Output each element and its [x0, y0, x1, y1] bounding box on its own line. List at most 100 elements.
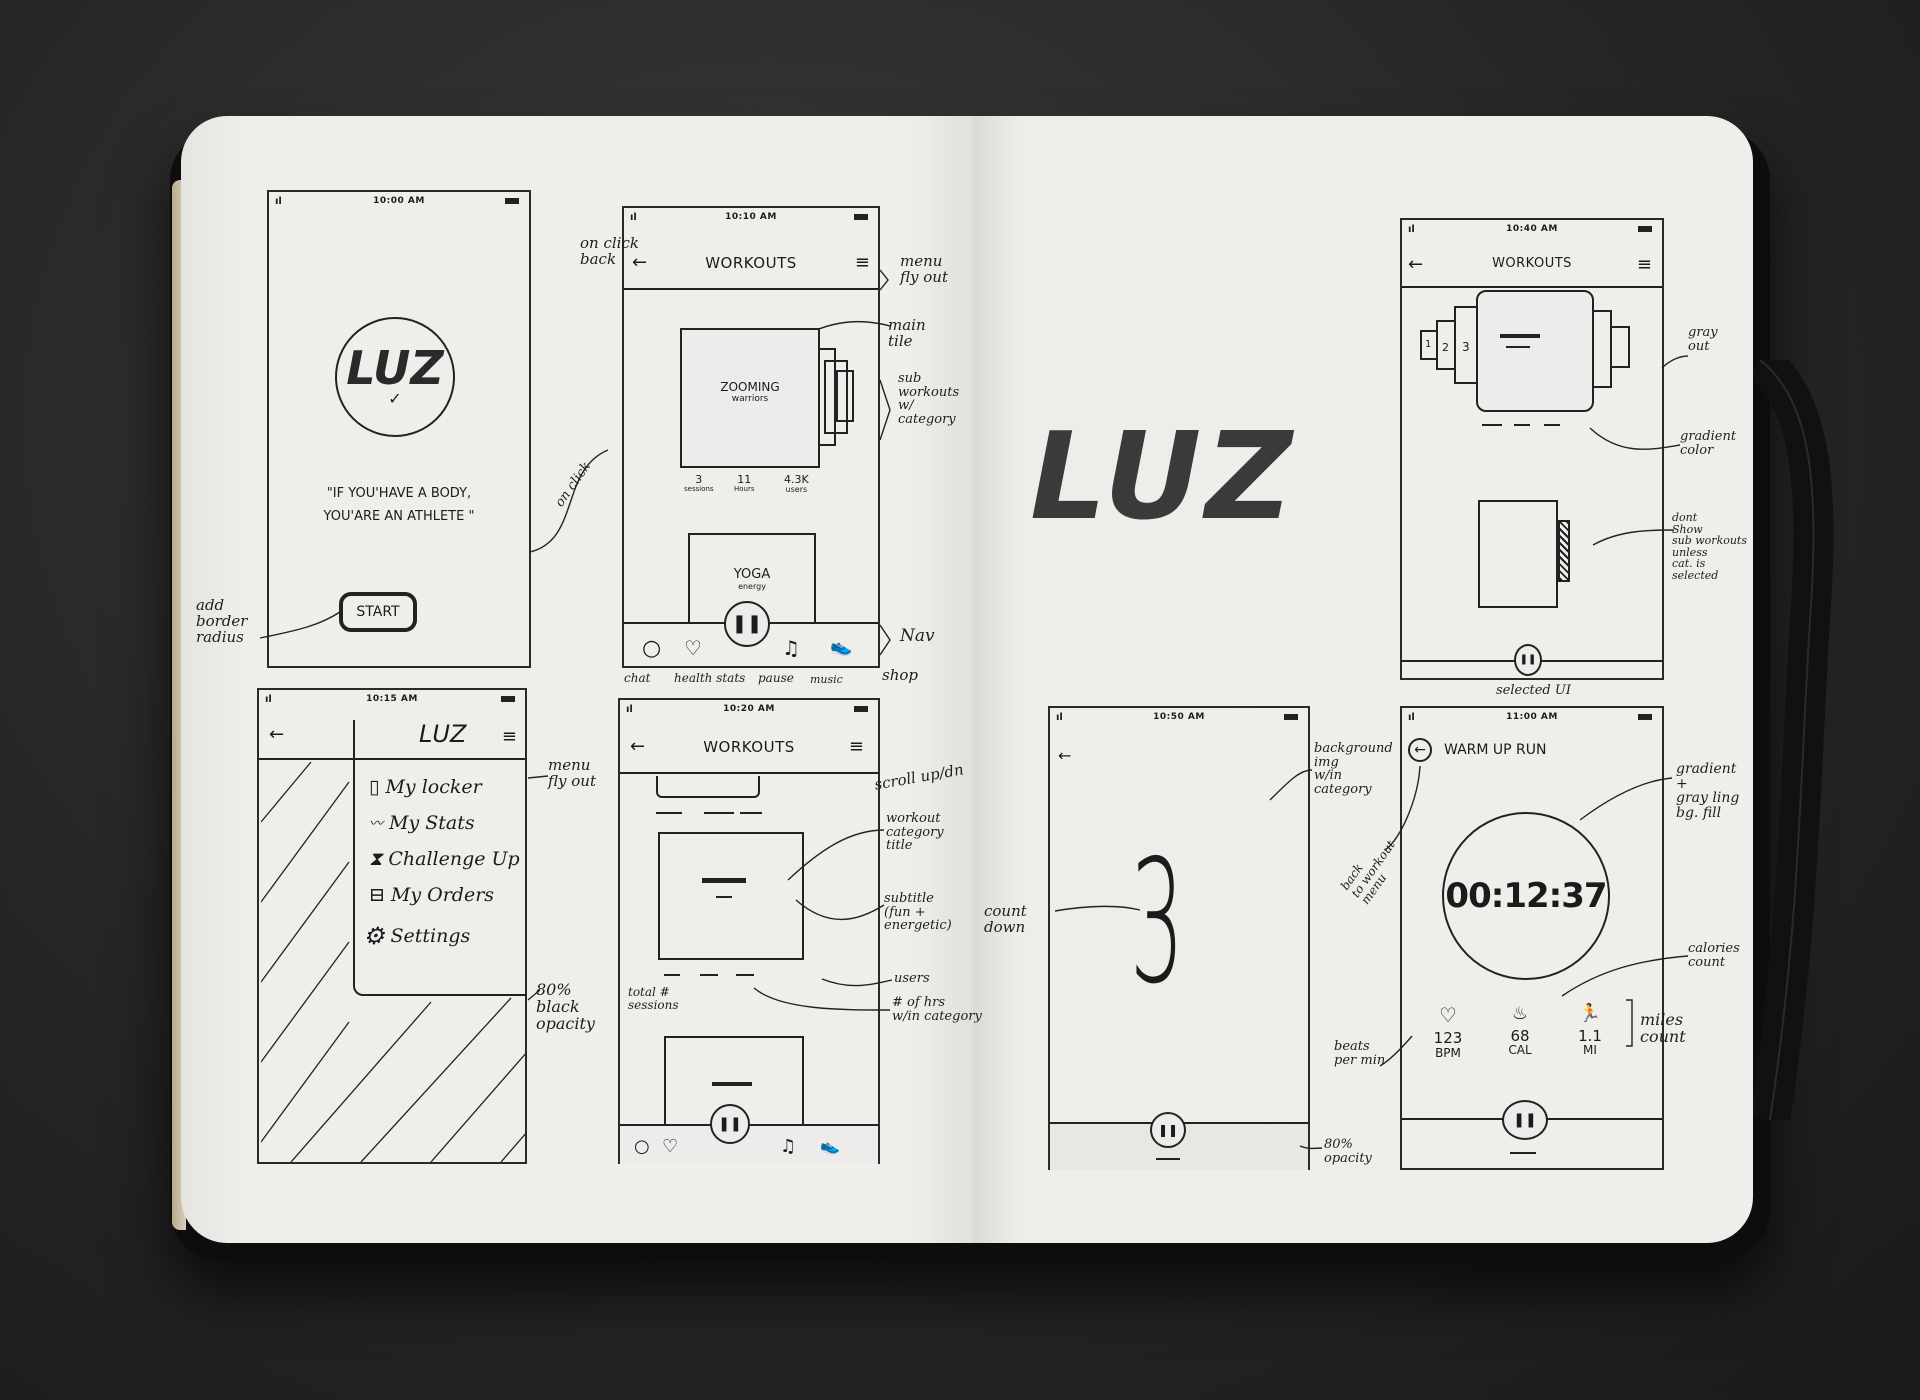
menu-item-stats[interactable]: 〰My Stats	[369, 812, 475, 834]
heart-icon[interactable]: ♡	[662, 1136, 679, 1157]
menu-title: LUZ	[419, 720, 467, 748]
yoga-tile[interactable]: YOGA energy	[688, 533, 816, 623]
flyout-panel	[353, 720, 527, 996]
battery-icon	[854, 706, 868, 712]
chat-icon[interactable]: ○	[634, 1136, 650, 1157]
annotation-sessions: total # sessions	[628, 985, 679, 1012]
timer-circle: 00:12:37	[1442, 812, 1610, 980]
tile-title: ZOOMING	[720, 380, 780, 394]
stat-placeholder	[700, 974, 718, 976]
back-arrow-icon[interactable]: ←	[1408, 254, 1424, 275]
back-arrow-icon[interactable]: ←	[632, 252, 648, 273]
stat-placeholder	[704, 812, 734, 814]
stat-value: 68	[1510, 1026, 1530, 1045]
status-time: 10:15 AM	[366, 694, 418, 704]
menu-item-label: Challenge Up	[388, 848, 520, 870]
page-title: WORKOUTS	[1492, 256, 1572, 271]
signal-icon: ıl	[275, 196, 282, 207]
pause-button[interactable]: ❚❚	[724, 601, 770, 647]
nav-label-pause: pause	[758, 671, 794, 685]
menu-item-label: My Stats	[389, 812, 475, 834]
menu-icon[interactable]: ≡	[848, 736, 864, 757]
menu-icon[interactable]: ≡	[854, 252, 870, 273]
shop-icon[interactable]: 👟	[820, 1136, 840, 1155]
title-placeholder	[702, 878, 746, 883]
stat-placeholder	[1544, 424, 1560, 426]
main-tile[interactable]: ZOOMING warriors	[680, 328, 820, 468]
flame-icon: ♨	[1511, 1003, 1529, 1024]
back-arrow-icon[interactable]: ←	[269, 724, 285, 745]
pause-button[interactable]: ❚❚	[710, 1104, 750, 1144]
annotation-border-radius: add border radius	[196, 596, 248, 646]
pause-button[interactable]: ❚❚	[1514, 644, 1542, 676]
stat-placeholder	[1514, 424, 1530, 426]
annotation-menu-flyout: menu fly out	[900, 252, 948, 286]
gear-icon: ⚙	[363, 922, 385, 950]
previous-tile[interactable]	[656, 776, 760, 798]
main-tile[interactable]	[1476, 290, 1594, 412]
runner-icon: 🏃	[1578, 1003, 1602, 1024]
pause-button[interactable]: ❚❚	[1502, 1100, 1548, 1140]
menu-item-orders[interactable]: ⊟My Orders	[369, 884, 494, 906]
sub-tile[interactable]	[824, 360, 848, 434]
annotation-gradient-fill: gradient + gray ling bg. fill	[1676, 761, 1740, 822]
music-icon[interactable]: ♫	[780, 1136, 797, 1157]
annotation-dont-show: dont Show sub workouts unless cat. is se…	[1672, 511, 1748, 582]
title-placeholder	[1500, 334, 1540, 338]
title-placeholder	[712, 1082, 752, 1086]
stat-label: Hours	[734, 485, 755, 494]
menu-icon[interactable]: ≡	[1636, 254, 1652, 275]
overlay-hatching	[261, 762, 527, 1162]
shop-icon[interactable]: 👟	[830, 636, 853, 657]
sub-tile-3[interactable]: 3	[1454, 306, 1478, 384]
menu-item-settings[interactable]: ⚙Settings	[363, 922, 470, 950]
sub-tile[interactable]	[1610, 326, 1630, 368]
nav-label-health: health stats	[674, 671, 746, 685]
selected-indicator	[1510, 1152, 1536, 1154]
annotation-menu-flyout-2: menu fly out	[548, 756, 596, 790]
annotation-gradient-color: gradient color	[1680, 429, 1737, 458]
menu-item-challenge[interactable]: ⧗Challenge Up	[369, 848, 520, 870]
back-circle-button[interactable]: ←	[1408, 738, 1432, 762]
back-arrow-icon[interactable]: ←	[630, 736, 646, 757]
tile-subtitle: energy	[738, 582, 766, 591]
annotation-background-img: background img w/in category	[1314, 741, 1393, 797]
status-time: 10:10 AM	[725, 212, 777, 222]
signal-icon: ıl	[1408, 224, 1415, 235]
category-tile[interactable]	[1478, 500, 1558, 608]
music-icon[interactable]: ♫	[782, 636, 800, 660]
back-arrow-icon[interactable]: ←	[1058, 746, 1072, 765]
logo-circle: LUZ ✓	[335, 317, 455, 437]
annotation-onclick-back: on click back	[580, 234, 639, 268]
heart-icon[interactable]: ♡	[684, 636, 702, 660]
countdown-number: 3	[1130, 824, 1185, 1022]
battery-icon	[1638, 226, 1652, 232]
annotation-sub-workouts: sub workouts w/ category	[898, 371, 960, 427]
quote: "IF YOU'HAVE A BODY, YOU'ARE AN ATHLETE …	[269, 482, 529, 529]
left-page	[181, 116, 973, 1243]
nav-label-chat: chat	[624, 671, 651, 685]
start-button[interactable]: START	[339, 592, 417, 632]
category-tile[interactable]	[658, 832, 804, 960]
status-time: 10:50 AM	[1153, 712, 1205, 722]
stat-value: 1.1	[1578, 1026, 1602, 1045]
check-icon: ✓	[388, 389, 402, 408]
chat-icon[interactable]: ○	[642, 636, 662, 661]
signal-icon: ıl	[265, 694, 272, 705]
sub-tile[interactable]	[836, 370, 854, 422]
status-time: 11:00 AM	[1506, 712, 1558, 722]
sub-tile-2[interactable]: 2	[1436, 320, 1456, 370]
annotation-80-opacity: 80% opacity	[1324, 1137, 1372, 1166]
menu-item-locker[interactable]: ▯My locker	[369, 776, 482, 798]
nav-label-music: music	[810, 673, 843, 686]
menu-icon[interactable]: ≡	[501, 726, 517, 747]
signal-icon: ıl	[1056, 712, 1063, 723]
pause-button[interactable]: ❚❚	[1150, 1112, 1186, 1148]
annotation-nav: Nav	[900, 626, 935, 646]
annotation-miles: miles count	[1640, 1010, 1686, 1046]
locker-icon: ▯	[369, 776, 380, 798]
nav-label-shop: shop	[882, 666, 918, 684]
